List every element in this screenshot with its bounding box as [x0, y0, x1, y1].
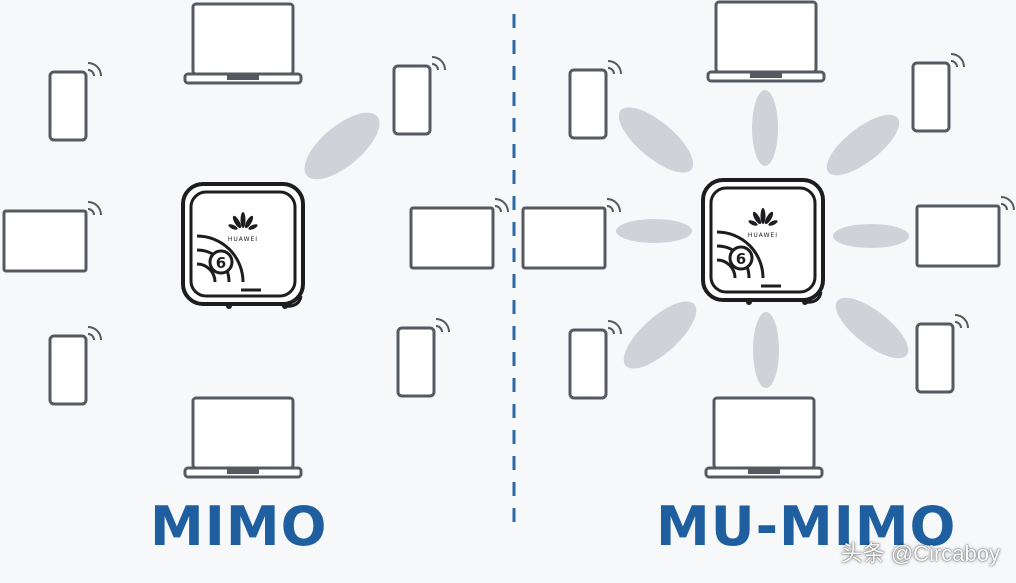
beam: [835, 297, 909, 359]
beam: [616, 219, 692, 243]
wifi6-badge: 6: [216, 254, 226, 272]
brand-text: HUAWEI: [748, 232, 778, 239]
mimo-title: MIMO: [150, 495, 328, 558]
phone-icon: [48, 61, 103, 142]
left-beams: [304, 112, 380, 180]
monitor-icon: [521, 197, 622, 270]
phone-icon: [915, 313, 970, 394]
huawei-logo: [228, 212, 258, 230]
monitor-icon: [2, 200, 103, 273]
router-icon: HUAWEI 6: [181, 182, 305, 309]
monitor-icon: [915, 195, 1016, 268]
beam: [826, 114, 900, 176]
beam: [618, 107, 694, 173]
wifi6-badge: 6: [736, 250, 746, 268]
beam: [833, 224, 909, 248]
brand-text: HUAWEI: [228, 236, 258, 243]
phone-icon: [392, 55, 447, 136]
right-beams: [616, 90, 909, 388]
phone-icon: [911, 52, 966, 133]
mu-mimo-title: MU-MIMO: [656, 495, 957, 558]
laptop-icon: [183, 2, 303, 85]
beam: [753, 312, 779, 388]
laptop-icon: [706, 0, 826, 83]
huawei-logo: [748, 208, 778, 226]
phone-icon: [568, 59, 623, 140]
phone-icon: [396, 317, 451, 398]
monitor-icon: [409, 197, 510, 270]
beam: [304, 112, 380, 180]
watermark: 头条 @Circaboy: [840, 541, 1000, 566]
left-panel: HUAWEI 6: [2, 2, 510, 479]
laptop-icon: [183, 396, 303, 479]
phone-icon: [48, 325, 103, 406]
beam: [752, 90, 778, 166]
router-icon: HUAWEI 6: [701, 178, 825, 305]
laptop-icon: [704, 396, 824, 479]
right-panel: HUAWEI 6: [521, 0, 1016, 479]
phone-icon: [568, 319, 623, 400]
beam: [623, 301, 697, 369]
